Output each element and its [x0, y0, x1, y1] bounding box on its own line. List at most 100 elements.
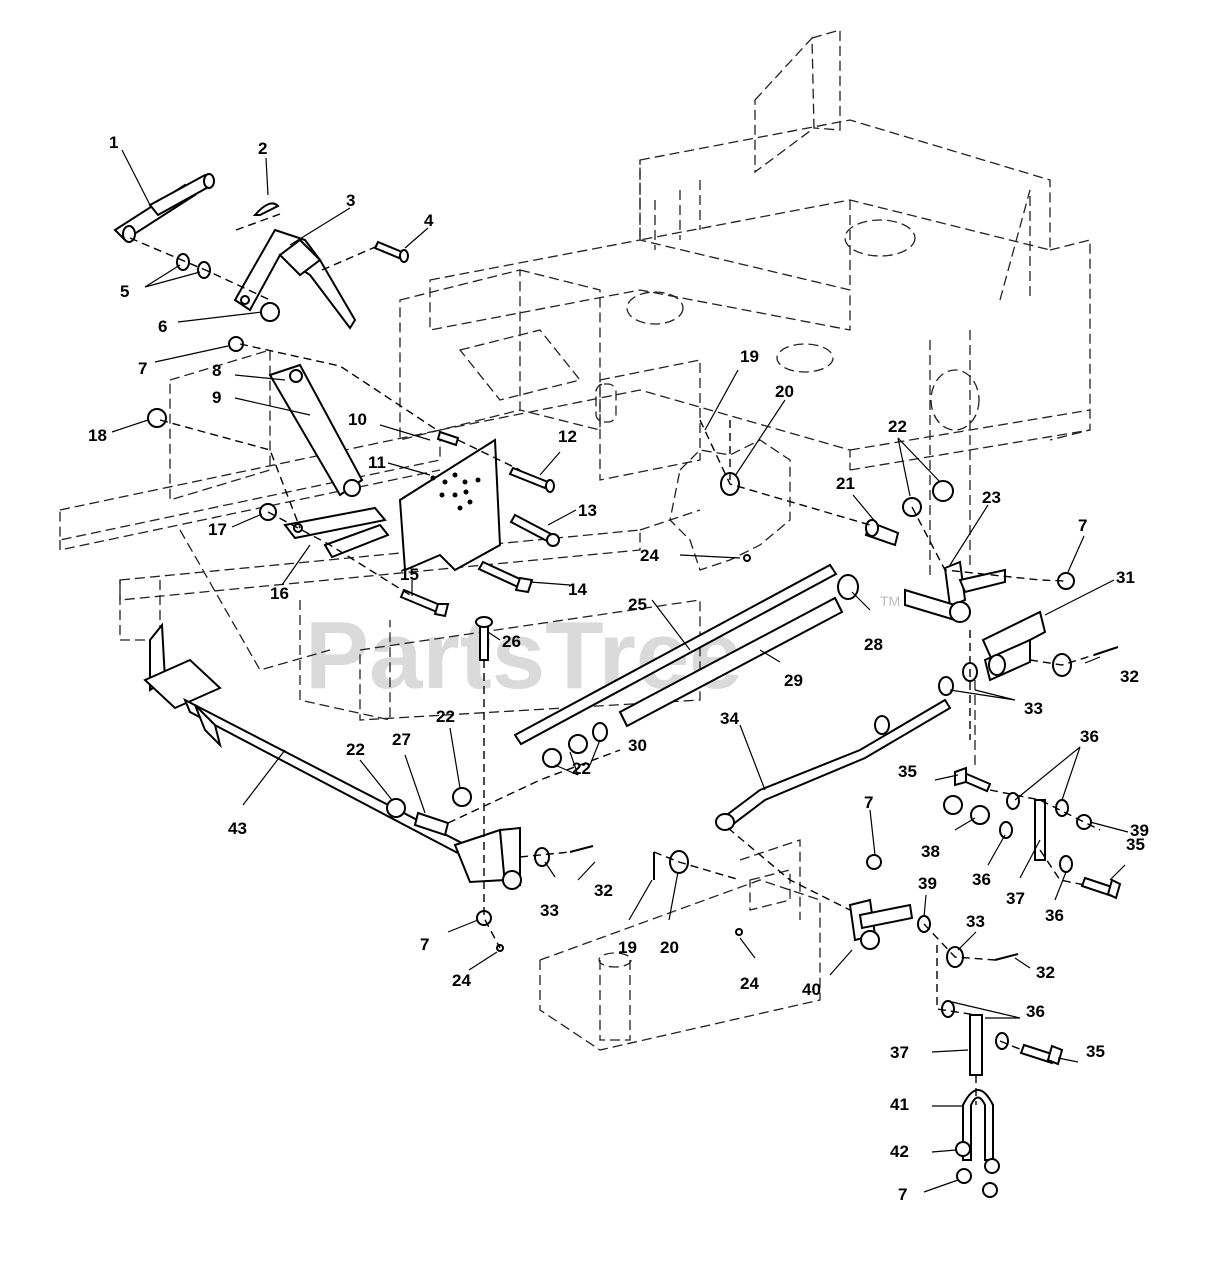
nut-22b — [932, 480, 954, 502]
callout-30: 30 — [628, 736, 647, 755]
callout-31: 31 — [1116, 568, 1135, 587]
part-threaded-rod — [513, 563, 838, 746]
callout-21: 21 — [836, 474, 855, 493]
callout-19b: 19 — [618, 938, 637, 957]
callout-24c: 24 — [740, 974, 759, 993]
nut-7d — [866, 854, 882, 870]
callout-28: 28 — [864, 635, 883, 654]
part-bracket-31 — [981, 610, 1047, 682]
washer-30 — [592, 722, 608, 742]
cotter-32b — [569, 845, 594, 853]
part-bolt-35c — [1019, 1043, 1064, 1066]
callout-36a: 36 — [1080, 727, 1099, 746]
nut-38b — [970, 805, 990, 825]
assembly-dashed-lines — [129, 213, 1101, 1105]
washer-33d — [534, 847, 550, 867]
nut-22d — [542, 748, 562, 768]
callout-13: 13 — [578, 501, 597, 520]
part-spring — [618, 596, 844, 728]
callout-20a: 20 — [775, 382, 794, 401]
washer-36f — [995, 1032, 1009, 1050]
part-lift-bar — [143, 622, 522, 890]
nut-22e — [452, 787, 472, 807]
callout-23: 23 — [982, 488, 1001, 507]
callout-25: 25 — [628, 595, 647, 614]
callout-1: 1 — [109, 133, 118, 152]
callout-36d: 36 — [1026, 1002, 1045, 1021]
callout-27: 27 — [392, 730, 411, 749]
part-bolt-12 — [508, 466, 555, 493]
part-bolt-4 — [373, 240, 409, 263]
part-bushing-6 — [260, 302, 280, 322]
callout-39b: 39 — [918, 874, 937, 893]
part-bolt-35a — [954, 766, 992, 793]
nut-7f — [984, 1158, 1000, 1174]
callout-36b: 36 — [972, 870, 991, 889]
part-bellcrank-23 — [904, 560, 1006, 623]
part-adjust-plate — [398, 438, 502, 572]
part-pin-handle — [113, 173, 215, 243]
callout-22d: 22 — [572, 759, 591, 778]
cotter-32a — [1093, 646, 1119, 656]
watermark-trademark: TM — [880, 593, 900, 609]
callout-36c: 36 — [1045, 906, 1064, 925]
mower-frame-outline — [59, 29, 1091, 1051]
part-pin-10 — [436, 430, 460, 447]
callout-35a: 35 — [898, 762, 917, 781]
callout-9: 9 — [212, 388, 221, 407]
callout-37a: 37 — [1006, 889, 1025, 908]
callout-12: 12 — [558, 427, 577, 446]
callout-5: 5 — [120, 282, 129, 301]
callout-2: 2 — [258, 139, 267, 158]
callout-43: 43 — [228, 819, 247, 838]
callout-35c: 35 — [1086, 1042, 1105, 1061]
callout-37b: 37 — [890, 1043, 909, 1062]
callout-22a: 22 — [888, 417, 907, 436]
nut-38a — [943, 795, 963, 815]
callout-22c: 22 — [346, 740, 365, 759]
callout-3: 3 — [346, 191, 355, 210]
callout-32c: 32 — [1036, 963, 1055, 982]
callout-19a: 19 — [740, 347, 759, 366]
part-u-bolt — [962, 1089, 994, 1161]
nut-18 — [147, 408, 167, 428]
callout-15: 15 — [400, 565, 419, 584]
callout-38: 38 — [921, 842, 940, 861]
part-bushing-21 — [864, 519, 900, 547]
washer-36a — [1006, 792, 1020, 810]
screw-24c — [735, 928, 743, 936]
screw-24a — [743, 554, 751, 562]
callout-11: 11 — [368, 453, 386, 472]
callout-7d: 7 — [420, 935, 429, 954]
nut-22f — [386, 798, 406, 818]
washer-36d — [1059, 855, 1073, 873]
callout-16: 16 — [270, 584, 289, 603]
callout-42: 42 — [890, 1142, 909, 1161]
callout-33b: 33 — [540, 901, 559, 920]
part-bolt-35b — [1080, 876, 1122, 900]
callout-7e: 7 — [898, 1185, 907, 1204]
callout-29: 29 — [784, 671, 803, 690]
callout-20b: 20 — [660, 938, 679, 957]
callout-7b: 7 — [1078, 516, 1087, 535]
nut-22c — [568, 734, 588, 754]
callout-7c: 7 — [864, 793, 873, 812]
part-bolt-15 — [399, 588, 450, 618]
washer-33b — [938, 676, 954, 696]
part-pin-13 — [509, 513, 560, 547]
callout-24a: 24 — [640, 546, 659, 565]
washer-5a — [176, 253, 190, 271]
part-lift-bracket — [233, 228, 357, 330]
callout-14: 14 — [568, 580, 587, 599]
part-lift-arm — [268, 363, 364, 497]
callout-24b: 24 — [452, 971, 471, 990]
callout-6: 6 — [158, 317, 167, 336]
callout-10: 10 — [348, 410, 367, 429]
callout-7a: 7 — [138, 359, 147, 378]
washer-36c — [999, 821, 1013, 839]
callout-17: 17 — [208, 520, 227, 539]
nut-7e — [956, 1168, 972, 1184]
part-hairpin-cotter — [252, 202, 280, 216]
callout-41: 41 — [890, 1095, 909, 1114]
